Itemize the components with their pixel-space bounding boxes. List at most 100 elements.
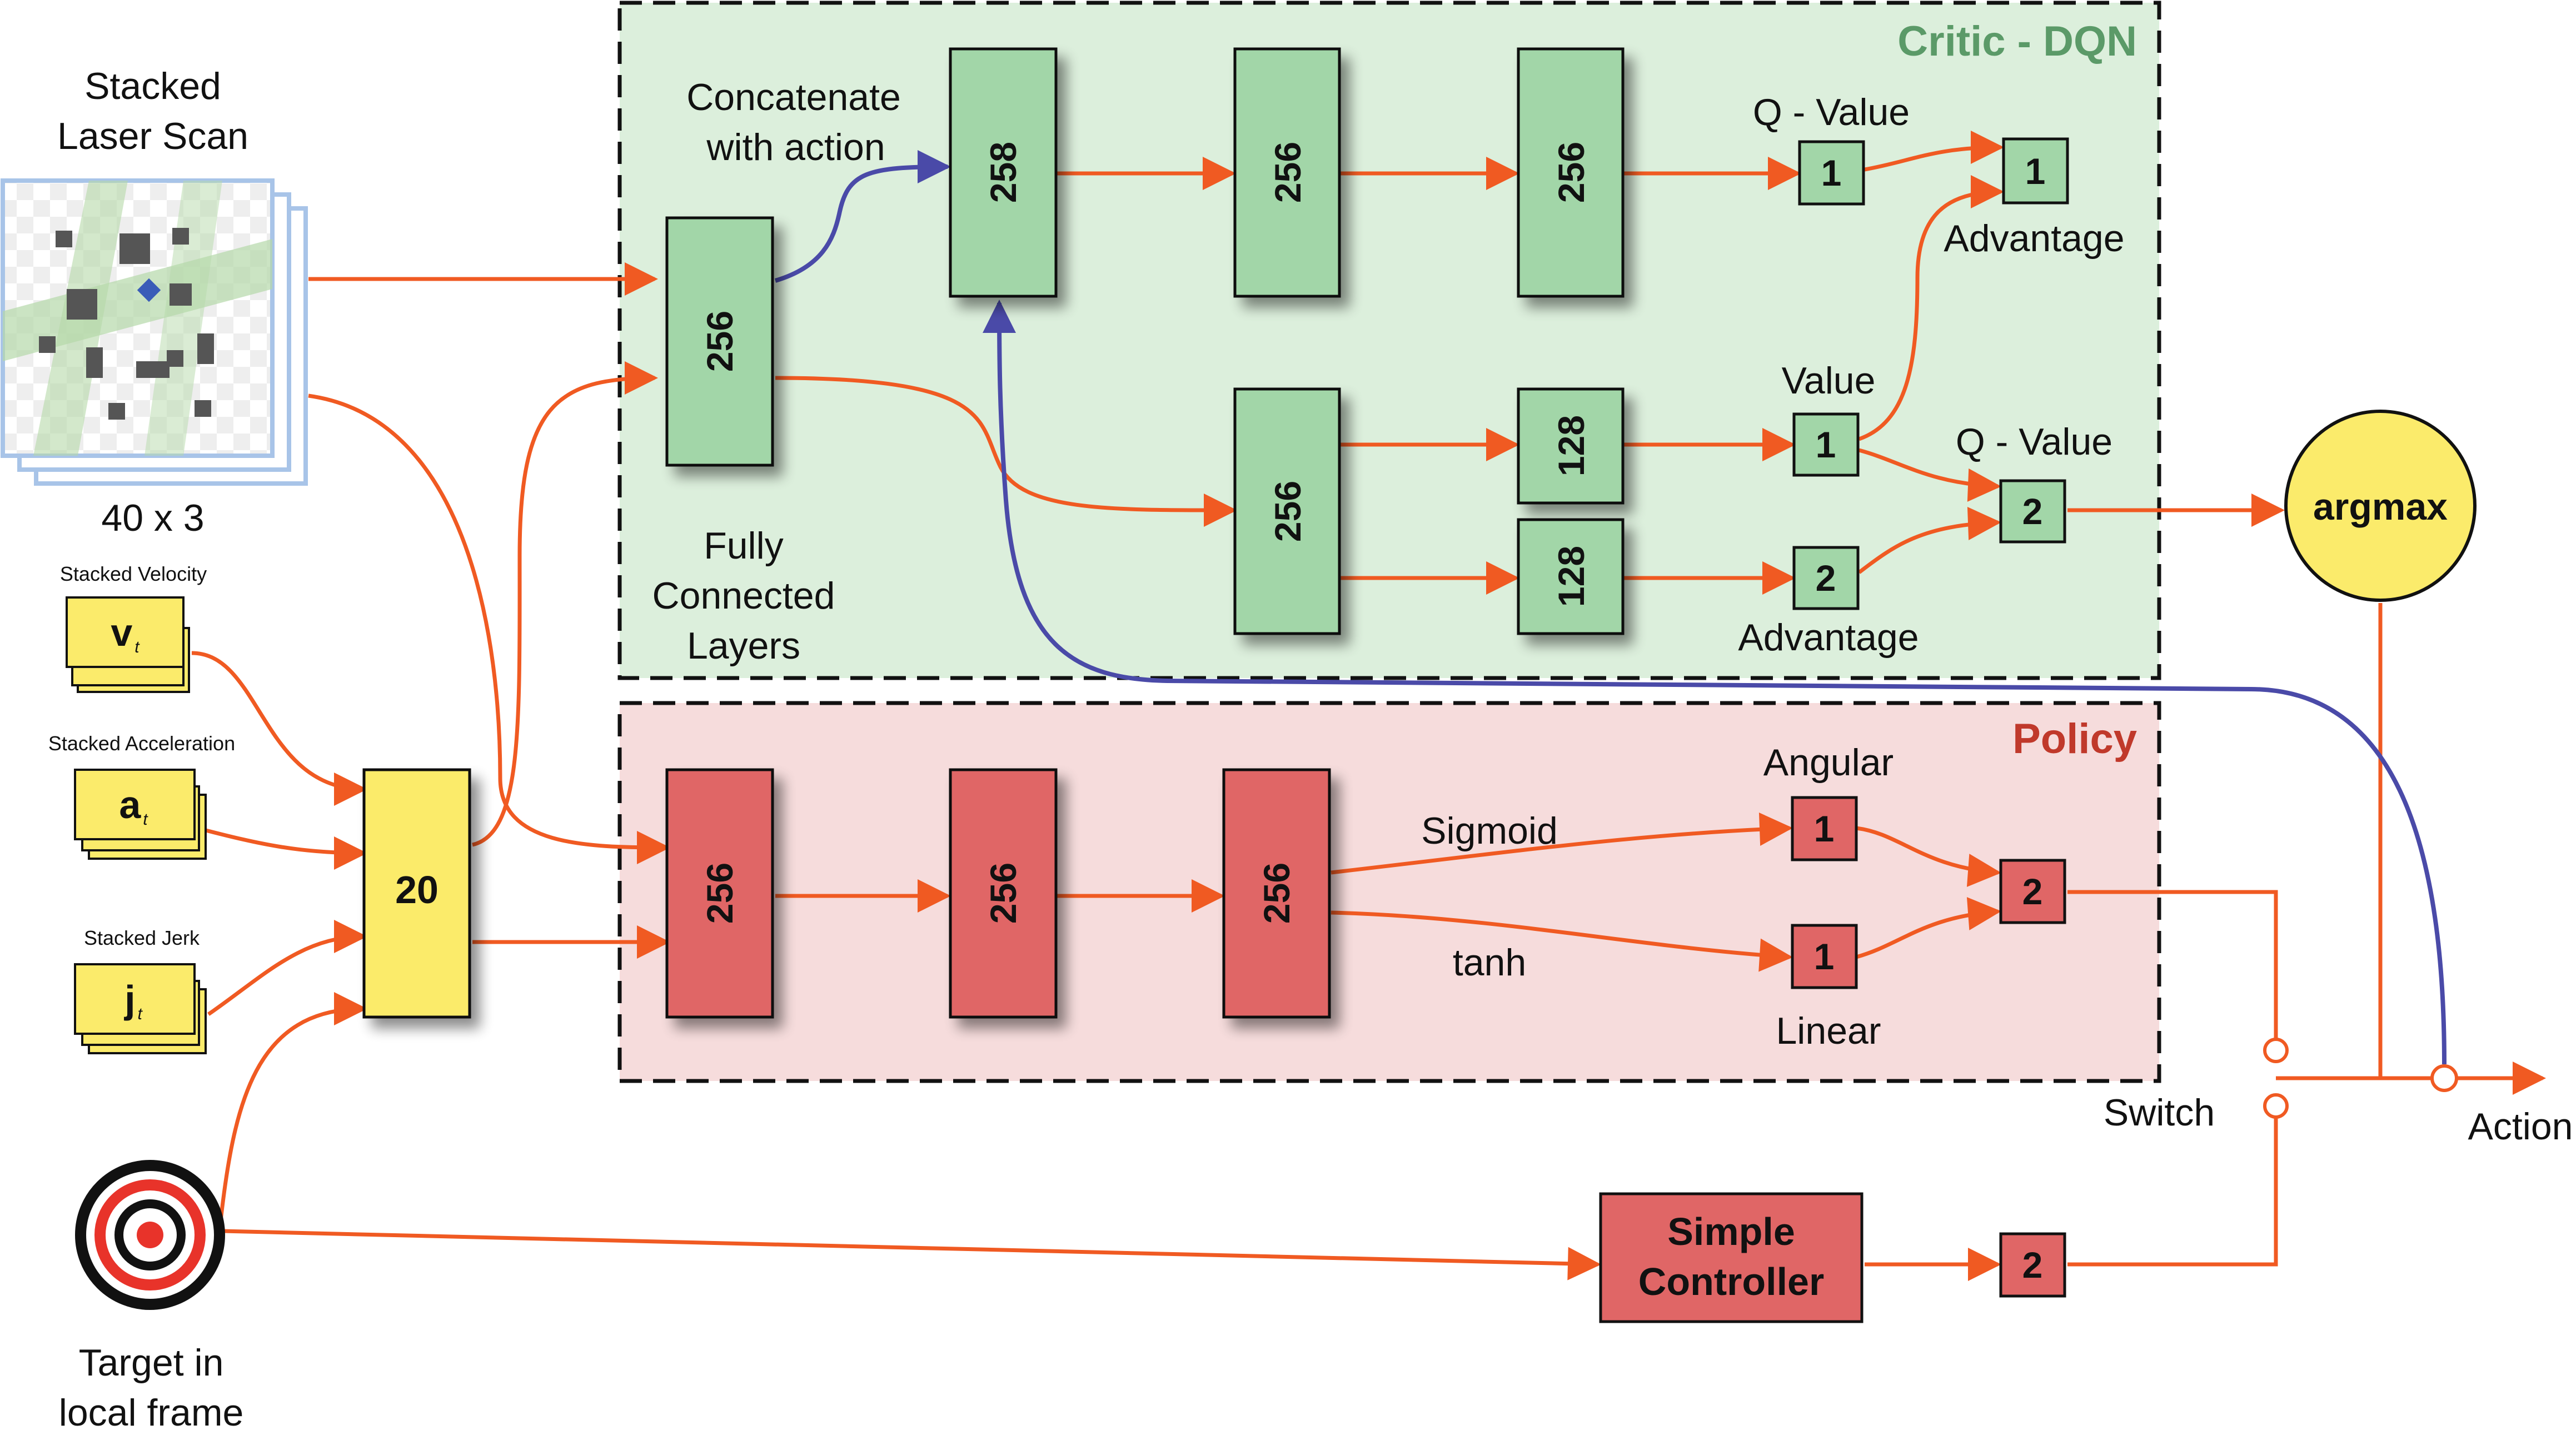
- q-layer-2-size: 256: [1551, 142, 1592, 203]
- value-out-node: [1792, 412, 1860, 477]
- q-value-bottom-label: Q - Value: [1956, 421, 2112, 463]
- value-label: Value: [1782, 360, 1876, 402]
- adv-out: 2: [1816, 557, 1836, 599]
- value-out: 1: [1816, 424, 1836, 465]
- argmax-label: argmax: [2313, 486, 2448, 528]
- combined-top-out: 1: [2025, 151, 2046, 192]
- acceleration-label: Stacked Acceleration: [48, 732, 235, 755]
- jerk-stack: [74, 963, 207, 1054]
- concat-size: 258: [983, 142, 1024, 203]
- action-label: Action: [2468, 1105, 2573, 1148]
- arrow-target-to-fusion: [217, 992, 367, 1232]
- tanh-label: tanh: [1453, 941, 1526, 984]
- advantage-bottom-label: Advantage: [1738, 616, 1919, 659]
- controller-label-1: Simple: [1667, 1210, 1795, 1253]
- arrow-acc-to-fusion: [197, 826, 367, 870]
- duel-layer-size: 256: [1267, 481, 1308, 542]
- critic-region: [617, 1, 2161, 680]
- angular-label: Angular: [1763, 741, 1894, 784]
- action-junction: [2430, 1064, 2458, 1092]
- controller-node: [1599, 1192, 1864, 1323]
- laser-title-1: Stacked: [84, 65, 221, 107]
- critic-fc-size: 256: [699, 311, 740, 372]
- controller-out: 2: [2022, 1244, 2043, 1285]
- q-value-top-label: Q - Value: [1753, 91, 1910, 133]
- switch-contact-bottom: [2263, 1093, 2289, 1119]
- adv-out-node: [1792, 546, 1860, 610]
- fc-note-1: Fully: [704, 525, 784, 567]
- arrow-tanh: [1331, 910, 1793, 972]
- sigmoid-label: Sigmoid: [1421, 810, 1558, 852]
- arrow-value-to-combined-top: [1858, 175, 2004, 441]
- q-layer-1-size: 256: [1267, 142, 1308, 203]
- advantage-top-label: Advantage: [1944, 217, 2124, 260]
- arrow-fc-to-concat: [774, 150, 951, 283]
- value-branch-layer: [1517, 387, 1625, 505]
- jerk-label: Stacked Jerk: [84, 926, 200, 949]
- concat-layer: [949, 47, 1058, 298]
- velocity-stack: [66, 596, 190, 693]
- angular-out: 1: [1814, 808, 1835, 849]
- policy-title: Policy: [2012, 715, 2137, 763]
- value-branch-size: 128: [1551, 415, 1592, 476]
- critic-title: Critic - DQN: [1897, 18, 2137, 65]
- fusion-size: 20: [395, 868, 439, 911]
- policy-region: [617, 701, 2161, 1083]
- arrow-adv-to-qout: [1857, 507, 2001, 574]
- arrow-angular-to-combined: [1856, 826, 2001, 887]
- policy-layer-1-size: 256: [699, 863, 740, 924]
- arrow-fusion-to-fc: [472, 361, 658, 847]
- laser-dims: 40 x 3: [101, 497, 204, 539]
- arrow-qvalue-to-combined: [1864, 131, 2004, 172]
- critic-fc-layer: [665, 216, 774, 467]
- feedback-connections: [774, 150, 2447, 1065]
- arrow-laser-to-policy: [308, 393, 670, 864]
- critic-layers: [665, 47, 2069, 635]
- q-value-top-node: [1798, 140, 1865, 206]
- acceleration-stack: [74, 769, 207, 860]
- controller-out-node: [1999, 1232, 2066, 1298]
- arrow-value-to-qout: [1858, 448, 2001, 502]
- target-icon: [75, 1160, 225, 1310]
- combined-top-node: [2002, 137, 2069, 205]
- line-controller-to-switch: [2067, 1106, 2278, 1267]
- q-value-top-out: 1: [1821, 152, 1842, 193]
- fc-note-3: Layers: [687, 625, 800, 667]
- argmax-node: [2284, 410, 2477, 602]
- duel-layer: [1233, 387, 1341, 635]
- policy-layer-2-size: 256: [983, 863, 1024, 924]
- policy-combined-node: [1999, 859, 2066, 924]
- laser-scan-stack: [1, 178, 308, 486]
- policy-layer-3-size: 256: [1256, 863, 1297, 924]
- adv-branch-size: 128: [1551, 546, 1592, 607]
- controller-label-2: Controller: [1638, 1260, 1824, 1303]
- fc-note-2: Connected: [652, 575, 835, 617]
- arrow-linear-to-combined: [1856, 897, 2001, 959]
- target-label-2: local frame: [59, 1392, 244, 1434]
- velocity-label: Stacked Velocity: [60, 562, 207, 585]
- arrow-target-to-controller: [222, 1229, 1601, 1280]
- fusion-node: [362, 768, 471, 1019]
- linear-out-node: [1791, 924, 1858, 989]
- policy-layer-3: [1222, 768, 1331, 1019]
- q-out: 2: [2022, 491, 2043, 532]
- line-policy-to-switch: [2067, 890, 2278, 1049]
- concat-label-2: with action: [706, 126, 885, 168]
- arrow-jerk-to-fusion: [207, 920, 367, 1016]
- linear-label: Linear: [1776, 1010, 1881, 1052]
- switch-label: Switch: [2104, 1092, 2215, 1134]
- arrow-fc-to-duel: [775, 376, 1237, 527]
- target-label-1: Target in: [79, 1342, 224, 1384]
- switch-contact-top: [2263, 1038, 2289, 1063]
- arrow-action-feedback: [983, 300, 2447, 1065]
- adv-branch-layer: [1517, 518, 1625, 635]
- policy-layer-2: [949, 768, 1058, 1019]
- connections: [191, 131, 2546, 1281]
- policy-layer-1: [665, 768, 774, 1019]
- arrow-sigmoid: [1331, 813, 1793, 875]
- q-out-node: [1999, 479, 2066, 544]
